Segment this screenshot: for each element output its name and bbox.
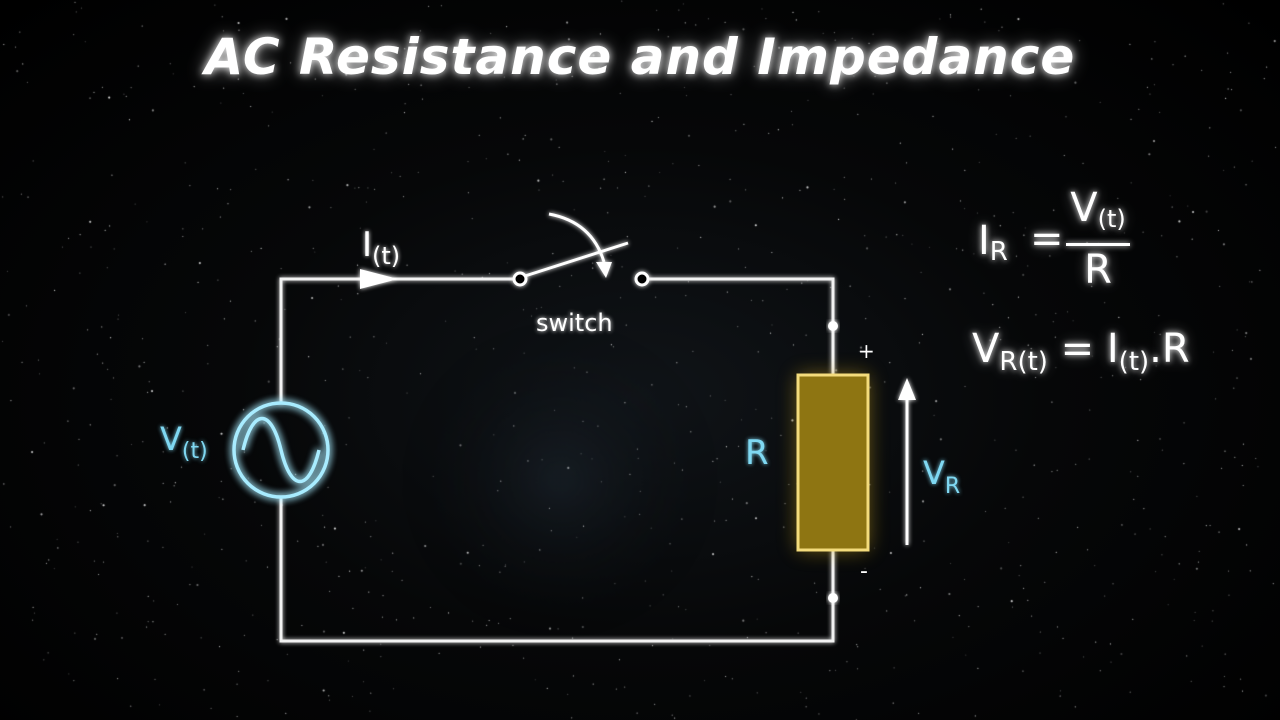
voltage-arrow-icon: [898, 378, 916, 545]
wire-right: [642, 277, 835, 375]
resistor-label: R: [745, 433, 769, 473]
voltage-label: VR: [923, 454, 960, 499]
switch-arrowhead-icon: [596, 262, 612, 278]
resistor: [796, 373, 870, 552]
node-top: [828, 321, 838, 331]
eq1-lhs-sub: R: [989, 237, 1008, 267]
eq2-v-sub: R(t): [999, 347, 1048, 377]
slide-title: AC Resistance and Impedance: [204, 28, 1076, 86]
eq1-fraction-bar: [1066, 243, 1130, 246]
minus-sign: -: [860, 559, 868, 584]
switch: [512, 212, 650, 287]
eq1-lhs-main: I: [978, 218, 990, 264]
current-label: I(t): [362, 225, 400, 270]
eq2-equals: =: [1060, 326, 1095, 372]
sine-wave-icon: [241, 417, 321, 483]
ac-source: [232, 401, 330, 499]
ac-source-circle: [232, 401, 330, 499]
eq2-i: I: [1106, 326, 1119, 372]
node-bottom: [828, 593, 838, 603]
eq1-fraction: V(t) R: [1066, 186, 1130, 292]
switch-terminal-left: [512, 271, 528, 287]
eq1-num-sub: (t): [1097, 205, 1126, 233]
equation-ohms-voltage: VR(t) = I(t).R: [972, 326, 1190, 377]
eq1-lhs: IR: [978, 218, 1008, 267]
eq1-num-main: V: [1070, 185, 1098, 231]
eq2-space: [1048, 326, 1061, 372]
current-arrow-icon: [360, 269, 398, 289]
switch-action-arrow-icon: [548, 212, 606, 263]
eq2-i-sub: (t): [1118, 347, 1150, 377]
wire-right-lower: [279, 497, 835, 643]
eq2-space-2: [1094, 326, 1107, 372]
eq2-tail: .R: [1149, 326, 1190, 372]
eq1-numerator: V(t): [1066, 186, 1130, 241]
eq1-equals: =: [1030, 216, 1064, 262]
switch-label: switch: [536, 309, 613, 337]
switch-blade: [524, 241, 629, 278]
wire-left-upper: [279, 277, 520, 404]
eq1-denominator: R: [1084, 247, 1112, 293]
switch-terminal-right: [634, 271, 650, 287]
source-label: V(t): [160, 420, 208, 464]
eq2-v: V: [972, 326, 1000, 372]
plus-sign: +: [858, 339, 875, 363]
